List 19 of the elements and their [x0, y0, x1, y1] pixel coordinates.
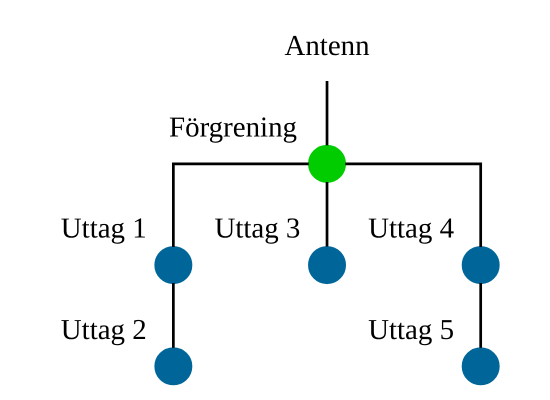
connector: [344, 162, 482, 247]
node-label: Uttag 3: [214, 212, 300, 245]
node-label: Uttag 2: [60, 314, 146, 346]
node-text: Antenn: [284, 30, 370, 62]
node-circle: [154, 246, 192, 284]
node-circle: [461, 347, 500, 386]
connector: [478, 283, 482, 348]
node-label: Uttag 1: [60, 212, 146, 245]
node-label: Uttag 5: [368, 314, 454, 346]
node-circle: [308, 144, 346, 183]
connector: [325, 81, 328, 146]
connector: [172, 283, 174, 348]
node-label: Förgrening: [168, 111, 296, 144]
connector: [172, 162, 308, 247]
node-circle: [461, 246, 500, 284]
connector: [325, 182, 328, 246]
node-circle: [154, 347, 192, 386]
node-circle: [308, 246, 346, 284]
node-label: Uttag 4: [368, 212, 454, 245]
